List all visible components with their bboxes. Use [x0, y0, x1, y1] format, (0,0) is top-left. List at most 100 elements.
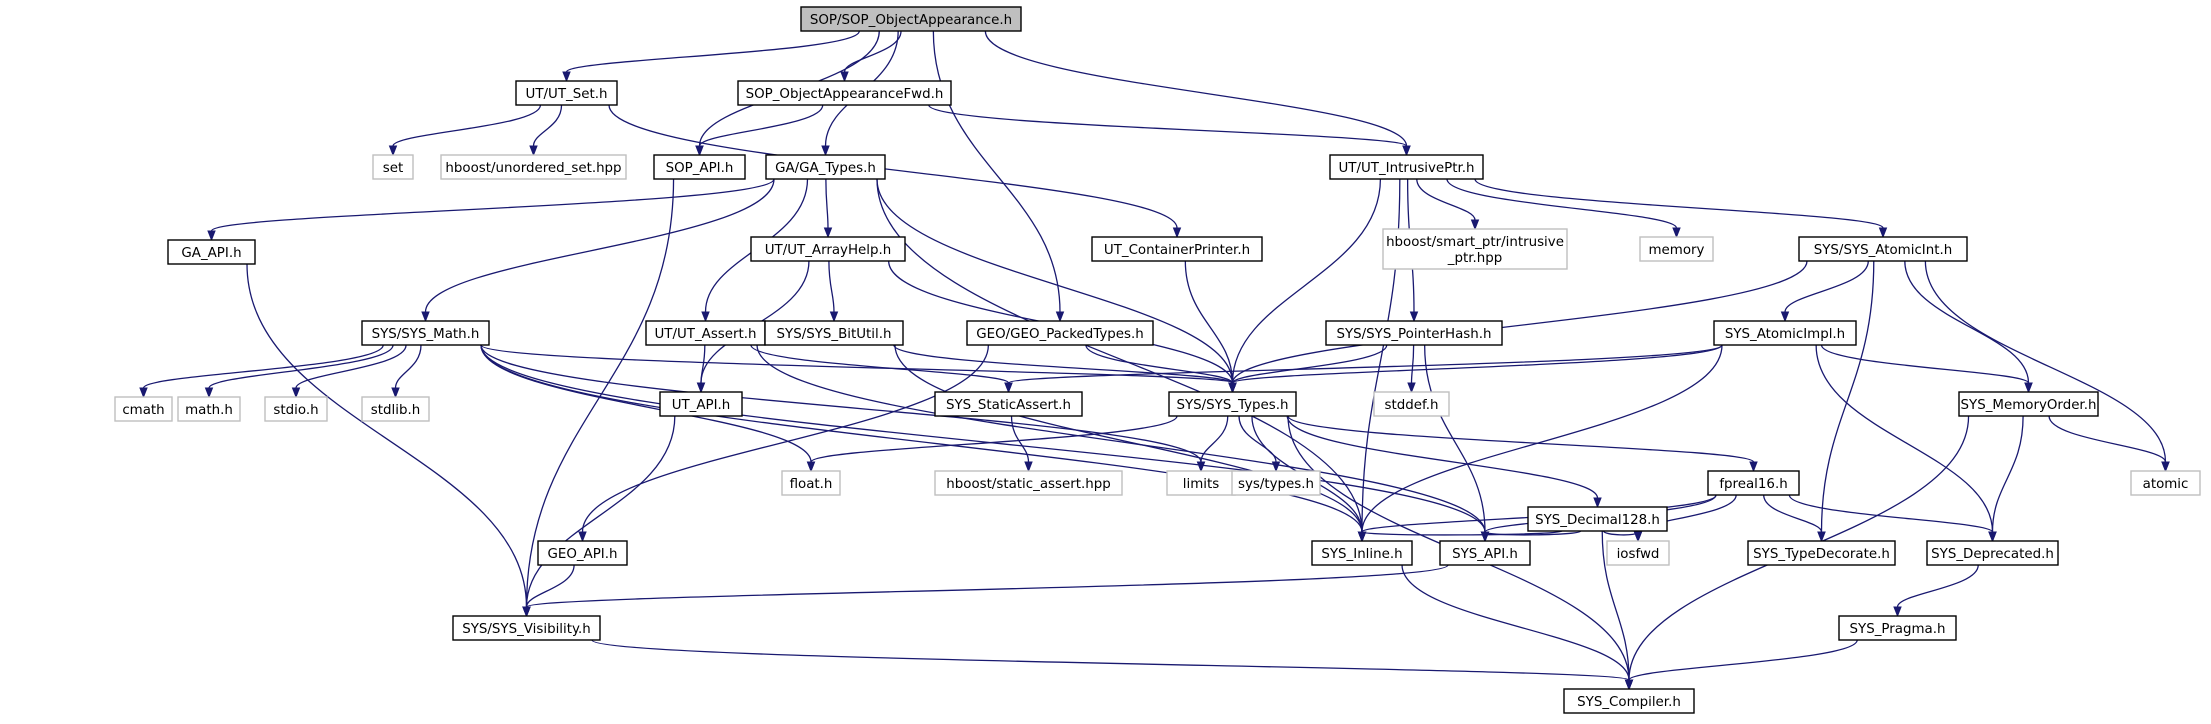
node-box [114, 396, 173, 422]
node-sop-objfwd[interactable]: SOP_ObjectAppearanceFwd.h [737, 80, 952, 106]
node-math-h: math.h [177, 396, 241, 422]
node-box [1325, 320, 1503, 346]
node-sys-decimal[interactable]: SYS_Decimal128.h [1527, 506, 1668, 532]
node-sys-bitutil[interactable]: SYS/SYS_BitUtil.h [764, 320, 904, 346]
node-ut-assert[interactable]: UT/UT_Assert.h [645, 320, 766, 346]
node-sys-inline[interactable]: SYS_Inline.h [1311, 540, 1413, 566]
node-label: UT/UT_Assert.h [654, 327, 756, 342]
node-sys-types[interactable]: SYS/SYS_Types.h [1168, 391, 1297, 417]
node-sop-api[interactable]: SOP_API.h [653, 154, 746, 180]
node-sys-deprecated[interactable]: SYS_Deprecated.h [1926, 540, 2059, 566]
edge-sys_decimal-to-sys_inline [1357, 530, 1563, 543]
node-box [264, 396, 328, 422]
node-label: UT_API.h [672, 398, 731, 413]
node-ut-arrayhelp[interactable]: UT/UT_ArrayHelp.h [750, 236, 906, 262]
node-box [1639, 236, 1714, 262]
node-box [440, 154, 627, 180]
edge-sys_types-to-sys_types_h [1238, 415, 1281, 473]
node-sys-pointerhash[interactable]: SYS/SYS_PointerHash.h [1325, 320, 1503, 346]
node-box [1926, 540, 2059, 566]
edge-sys_staticassert-to-hboost_staticassert [1010, 415, 1033, 473]
edge-ut_assert-to-ut_api [696, 344, 706, 394]
edge-geo_packed-to-geo_api [578, 344, 990, 543]
node-sys-staticassert[interactable]: SYS_StaticAssert.h [934, 391, 1083, 417]
node-ut-set[interactable]: UT/UT_Set.h [515, 80, 618, 106]
node-hboost-unordered: hboost/unordered_set.hpp [440, 154, 627, 180]
node-ut-api[interactable]: UT_API.h [659, 391, 743, 417]
node-box [1311, 540, 1413, 566]
node-label: UT/UT_ArrayHelp.h [765, 243, 892, 258]
edge-geo_api-to-sys_visibility [522, 564, 575, 618]
node-label: stdio.h [273, 403, 318, 418]
node-sys-atomicimpl[interactable]: SYS_AtomicImpl.h [1713, 320, 1857, 346]
edge-ut_set-to-set [388, 104, 542, 157]
node-geo-api[interactable]: GEO_API.h [537, 540, 628, 566]
node-sys-pragma[interactable]: SYS_Pragma.h [1838, 615, 1957, 641]
node-limits: limits [1166, 470, 1236, 496]
edge-sop_objfwd-to-sop_api [695, 104, 824, 157]
edge-ut_arrayhelp-to-sys_bitutil [828, 260, 839, 323]
node-box [2130, 470, 2201, 496]
node-box [653, 154, 746, 180]
edge-ut_api-to-sys_visibility [522, 415, 676, 618]
node-box [659, 391, 743, 417]
edge-sop_objappearance-to-geo_packed [932, 30, 1065, 323]
edge-sys_types-to-float_h [806, 415, 1178, 473]
node-box [966, 320, 1154, 346]
node-box [1329, 154, 1484, 180]
node-label: SOP_ObjectAppearanceFwd.h [746, 87, 944, 102]
node-box [1166, 470, 1236, 496]
edge-sys_atomicint-to-atomic [1924, 260, 2170, 473]
node-label: fpreal16.h [1719, 477, 1787, 492]
node-box [452, 615, 601, 641]
node-label: SOP_API.h [666, 161, 734, 176]
edge-fpreal16-to-sys_deprecated [1788, 494, 1997, 543]
node-sys-memorder[interactable]: SYS_MemoryOrder.h [1958, 391, 2099, 417]
node-box [537, 540, 628, 566]
edge-fpreal16-to-sys_typedecorate [1763, 494, 1826, 543]
node-label: SYS/SYS_Math.h [372, 327, 480, 342]
node-box [1958, 391, 2099, 417]
node-box [1563, 688, 1695, 714]
edge-sys_atomicint-to-sys_typedecorate [1817, 260, 1875, 543]
edge-sys_math-to-cmath [139, 344, 384, 399]
node-label: SYS/SYS_AtomicInt.h [1814, 243, 1953, 258]
edge-sys_api-to-sys_visibility [522, 564, 1449, 618]
node-box [1382, 228, 1568, 270]
edge-sop_objappearance-to-ut_intrusive [984, 30, 1411, 157]
edge-sys_pointerhash-to-stddef_h [1407, 344, 1416, 394]
edge-sys_memorder-to-sys_deprecated [1988, 415, 2024, 543]
node-ut-intrusive[interactable]: UT/UT_IntrusivePtr.h [1329, 154, 1484, 180]
node-box [800, 6, 1022, 32]
node-label: hboost/static_assert.hpp [946, 477, 1110, 492]
node-sys-visibility[interactable]: SYS/SYS_Visibility.h [452, 615, 601, 641]
node-sys-atomicint[interactable]: SYS/SYS_AtomicInt.h [1798, 236, 1968, 262]
node-label: hboost/smart_ptr/intrusive [1386, 235, 1564, 250]
node-box [1439, 540, 1531, 566]
node-box [1168, 391, 1297, 417]
edge-sys_pragma-to-sys_compiler [1624, 639, 1858, 691]
node-label: GA_API.h [181, 246, 241, 261]
edge-ut_intrusive-to-sys_types [1228, 178, 1382, 394]
node-box [361, 320, 490, 346]
node-sys-compiler[interactable]: SYS_Compiler.h [1563, 688, 1695, 714]
node-ga-types[interactable]: GA/GA_Types.h [765, 154, 886, 180]
node-geo-packed[interactable]: GEO/GEO_PackedTypes.h [966, 320, 1154, 346]
node-box [765, 154, 886, 180]
node-box [781, 470, 841, 496]
node-label: sys/types.h [1238, 477, 1314, 492]
node-fpreal16[interactable]: fpreal16.h [1707, 470, 1800, 496]
node-box [737, 80, 952, 106]
edge-sys_atomicint-to-sys_atomicimpl [1780, 260, 1869, 323]
node-sys-typedecorate[interactable]: SYS_TypeDecorate.h [1747, 540, 1896, 566]
node-label: float.h [790, 477, 833, 492]
node-hboost-smartptr: hboost/smart_ptr/intrusive_ptr.hpp [1382, 228, 1568, 270]
node-box [372, 154, 414, 180]
node-ut-containerprinter[interactable]: UT_ContainerPrinter.h [1091, 236, 1263, 262]
node-sys-api[interactable]: SYS_API.h [1439, 540, 1531, 566]
node-sys-math[interactable]: SYS/SYS_Math.h [361, 320, 490, 346]
node-box [1713, 320, 1857, 346]
node-box [1373, 391, 1450, 417]
node-ga-api[interactable]: GA_API.h [167, 239, 256, 265]
